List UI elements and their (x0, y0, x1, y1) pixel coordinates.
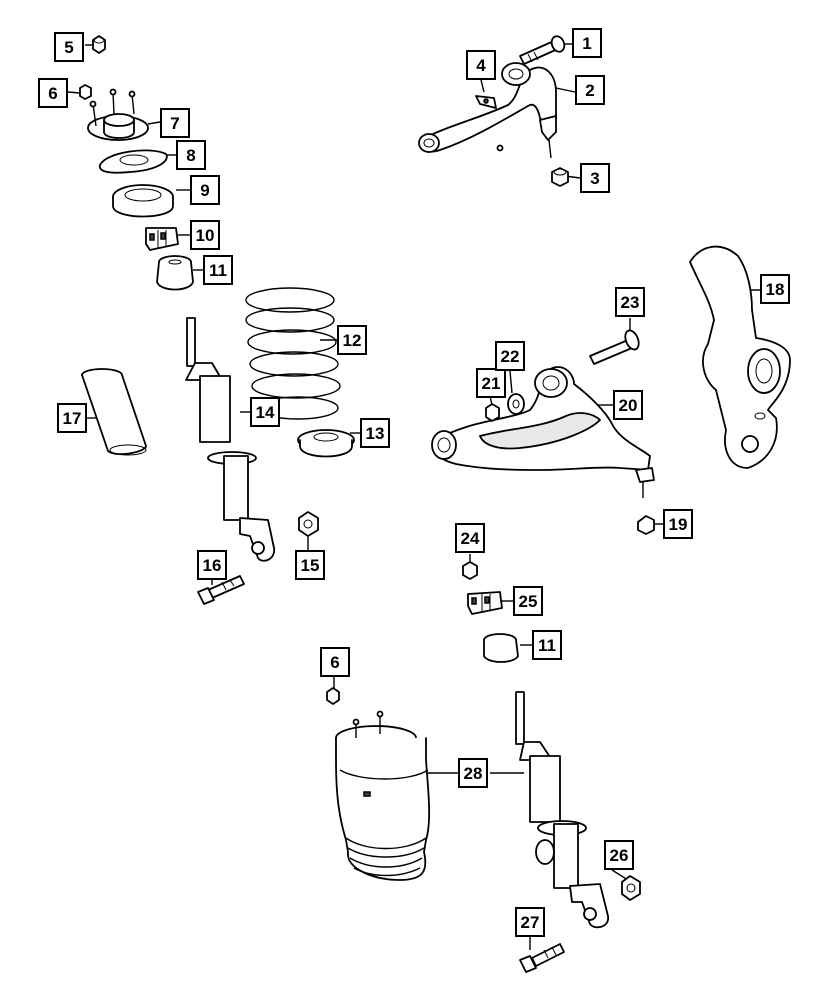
nut-part-21 (485, 403, 500, 422)
callout-20: 20 (613, 390, 643, 420)
callout-3: 3 (580, 163, 610, 193)
nut-part-6b (326, 687, 340, 705)
bumper-part-25 (467, 591, 503, 615)
callout-28: 28 (458, 758, 488, 788)
shock-absorber-part-28 (515, 691, 609, 929)
air-spring-part-28 (335, 710, 431, 881)
callout-25: 25 (513, 586, 543, 616)
upper-control-arm-part-2 (418, 62, 557, 159)
upper-mount-part-7 (87, 88, 149, 141)
callout-6b: 6 (320, 647, 350, 677)
callout-15: 15 (295, 550, 325, 580)
bumper-part-10 (145, 227, 179, 251)
callout-12: 12 (337, 325, 367, 355)
dust-boot-part-17 (81, 368, 147, 456)
callout-22: 22 (495, 341, 525, 371)
spring-seat-part-13 (297, 429, 355, 458)
strut-part-14 (185, 317, 275, 562)
callout-6: 6 (38, 78, 68, 108)
bracket-part-4 (475, 95, 497, 109)
callout-11b: 11 (532, 630, 562, 660)
bolt-part-27 (519, 943, 565, 973)
coil-spring-part-12 (245, 287, 341, 420)
nut-part-15 (298, 511, 319, 537)
steering-knuckle-part-18 (689, 245, 791, 469)
callout-14: 14 (250, 397, 280, 427)
callout-17: 17 (57, 403, 87, 433)
callout-23: 23 (615, 287, 645, 317)
callout-4: 4 (466, 50, 496, 80)
nut-part-19 (637, 515, 655, 535)
washer-part-22 (507, 393, 525, 415)
callout-27: 27 (515, 907, 545, 937)
bolt-part-23 (589, 329, 640, 365)
callout-1: 1 (572, 28, 602, 58)
nut-part-26 (621, 875, 641, 901)
nut-part-24 (462, 561, 478, 580)
callout-11: 11 (203, 255, 233, 285)
nut-part-6a (79, 84, 92, 100)
bolt-part-16 (197, 575, 245, 605)
nut-part-5 (92, 35, 106, 54)
callout-24: 24 (455, 523, 485, 553)
callout-7: 7 (160, 108, 190, 138)
jounce-bumper-part-11b (483, 633, 519, 663)
nut-part-3 (551, 167, 569, 187)
callout-26: 26 (604, 840, 634, 870)
callout-19: 19 (663, 509, 693, 539)
callout-8: 8 (176, 140, 206, 170)
jounce-bumper-part-11a (156, 255, 194, 291)
bearing-part-9 (112, 184, 174, 218)
callout-16: 16 (197, 550, 227, 580)
callout-10: 10 (190, 220, 220, 250)
callout-9: 9 (190, 175, 220, 205)
callout-13: 13 (360, 418, 390, 448)
callout-5: 5 (54, 32, 84, 62)
isolator-part-8 (98, 149, 168, 174)
callout-21: 21 (476, 368, 506, 398)
callout-18: 18 (760, 274, 790, 304)
bolt-part-1 (519, 35, 566, 65)
lower-control-arm-part-20 (431, 366, 655, 498)
callout-2: 2 (575, 75, 605, 105)
